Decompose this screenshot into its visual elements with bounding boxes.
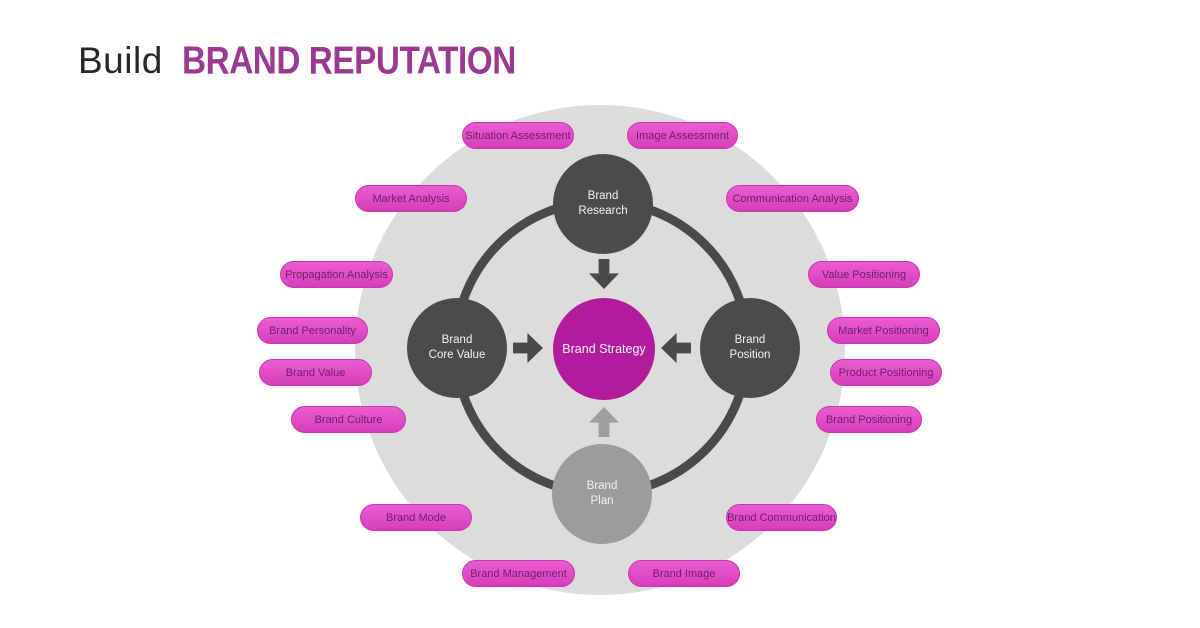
pill-brand-personality: Brand Personality <box>257 317 368 344</box>
pill-image-assessment: Image Assessment <box>627 122 738 149</box>
pill-communication-analysis: Communication Analysis <box>726 185 859 212</box>
node-brand-plan: Brand Plan <box>552 444 652 544</box>
pill-brand-management: Brand Management <box>462 560 575 587</box>
node-brand-core-value: Brand Core Value <box>407 298 507 398</box>
pill-brand-image: Brand Image <box>628 560 740 587</box>
node-brand-position: Brand Position <box>700 298 800 398</box>
pill-brand-communication: Brand Communication <box>726 504 837 531</box>
node-brand-research: Brand Research <box>553 154 653 254</box>
pill-market-positioning: Market Positioning <box>827 317 940 344</box>
pill-brand-culture: Brand Culture <box>291 406 406 433</box>
pill-brand-value: Brand Value <box>259 359 372 386</box>
pill-product-positioning: Product Positioning <box>830 359 942 386</box>
pill-situation-assessment: Situation Assessment <box>462 122 574 149</box>
pill-brand-positioning: Brand Positioning <box>816 406 922 433</box>
node-brand-strategy: Brand Strategy <box>553 298 655 400</box>
title-emphasis: BRAND REPUTATION <box>182 38 516 82</box>
pill-market-analysis: Market Analysis <box>355 185 467 212</box>
title-prefix: Build <box>78 40 163 81</box>
pill-propagation-analysis: Propagation Analysis <box>280 261 393 288</box>
pill-brand-mode: Brand Mode <box>360 504 472 531</box>
pill-value-positioning: Value Positioning <box>808 261 920 288</box>
page-title: Build BRAND REPUTATION <box>78 38 553 82</box>
